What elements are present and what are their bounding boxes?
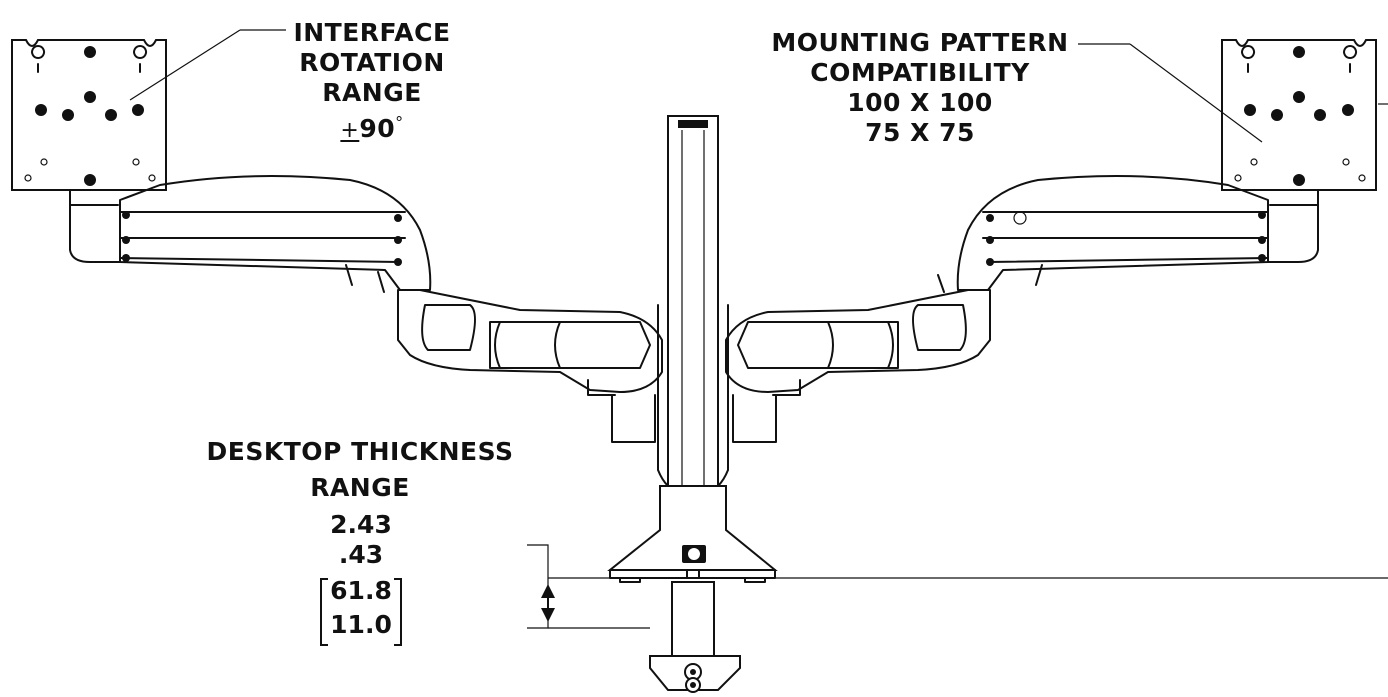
mounting-line3: 100 X 100 — [847, 88, 993, 117]
under-desk-clamp — [649, 581, 741, 693]
plus-minus-symbol: + — [340, 118, 360, 143]
mm-min: 11.0 — [330, 610, 392, 639]
right-lower-arm — [725, 289, 991, 443]
left-vesa-plate — [11, 39, 167, 191]
mounting-line4: 75 X 75 — [865, 118, 975, 147]
right-vesa-plate — [1221, 39, 1377, 191]
interface-line3: RANGE — [322, 78, 422, 107]
mounting-line2: COMPATIBILITY — [810, 58, 1030, 87]
degree-symbol: ° — [395, 113, 404, 132]
desktop-line1: DESKTOP THICKNESS — [206, 437, 514, 466]
mounting-line1: MOUNTING PATTERN — [771, 28, 1069, 57]
right-upper-arm — [937, 175, 1319, 293]
inch-max: 2.43 — [330, 510, 392, 539]
interface-value-row: +90° — [262, 108, 482, 146]
inch-dimensions: 2.43 .43 — [316, 510, 406, 570]
center-pole — [657, 115, 729, 537]
thickness-dimension — [527, 544, 650, 629]
rotation-value: 90 — [359, 114, 396, 143]
mm-dimensions: 61.8 11.0 — [320, 574, 402, 646]
left-lower-arm — [397, 289, 663, 443]
mounting-pattern-label: MOUNTING PATTERN COMPATIBILITY 100 X 100… — [740, 28, 1100, 148]
inch-min: .43 — [338, 540, 384, 569]
left-upper-arm — [69, 175, 432, 293]
interface-line1: INTERFACE — [293, 18, 451, 47]
mm-max: 61.8 — [330, 576, 392, 605]
interface-rotation-label: INTERFACE ROTATION RANGE +90° — [262, 18, 482, 146]
desktop-thickness-label: DESKTOP THICKNESS RANGE — [180, 437, 540, 503]
desktop-line2: RANGE — [310, 473, 410, 502]
interface-leader-line-diag — [129, 29, 241, 101]
mounting-leader-line-diag — [1129, 43, 1263, 143]
interface-line2: ROTATION — [299, 48, 445, 77]
desk-clamp-base — [607, 485, 778, 583]
